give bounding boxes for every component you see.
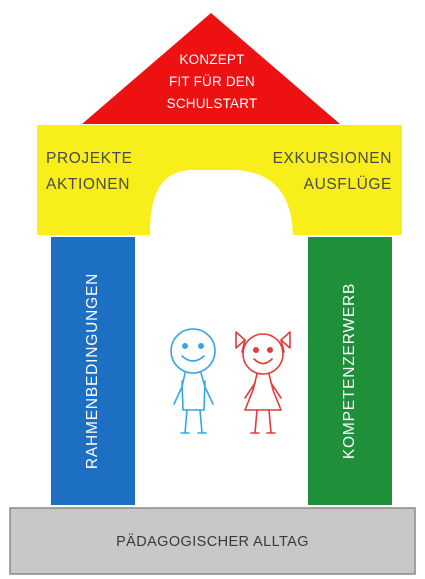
beam-left-line2: AKTIONEN — [46, 176, 131, 193]
girl-figure — [235, 331, 291, 434]
roof-label-line2: FIT FÜR DEN — [169, 74, 255, 89]
base-label: PÄDAGOGISCHER ALLTAG — [116, 534, 309, 550]
right-pillar-label: KOMPETENZERWERB — [341, 282, 358, 460]
roof-triangle — [82, 13, 340, 124]
left-pillar-label: RAHMENBEDINGUNGEN — [84, 272, 101, 470]
left-pillar — [51, 237, 135, 505]
roof-label-line1: KONZEPT — [179, 52, 245, 67]
beam-right-line2: AUSFLÜGE — [303, 176, 392, 193]
beam-left-line1: PROJEKTE — [46, 150, 133, 167]
right-pillar — [308, 237, 392, 505]
roof-label-line3: SCHULSTART — [166, 96, 258, 111]
boy-figure — [170, 328, 216, 434]
base-block — [9, 507, 416, 575]
beam-with-arch — [37, 125, 402, 235]
beam-right-line1: EXKURSIONEN — [272, 150, 392, 167]
